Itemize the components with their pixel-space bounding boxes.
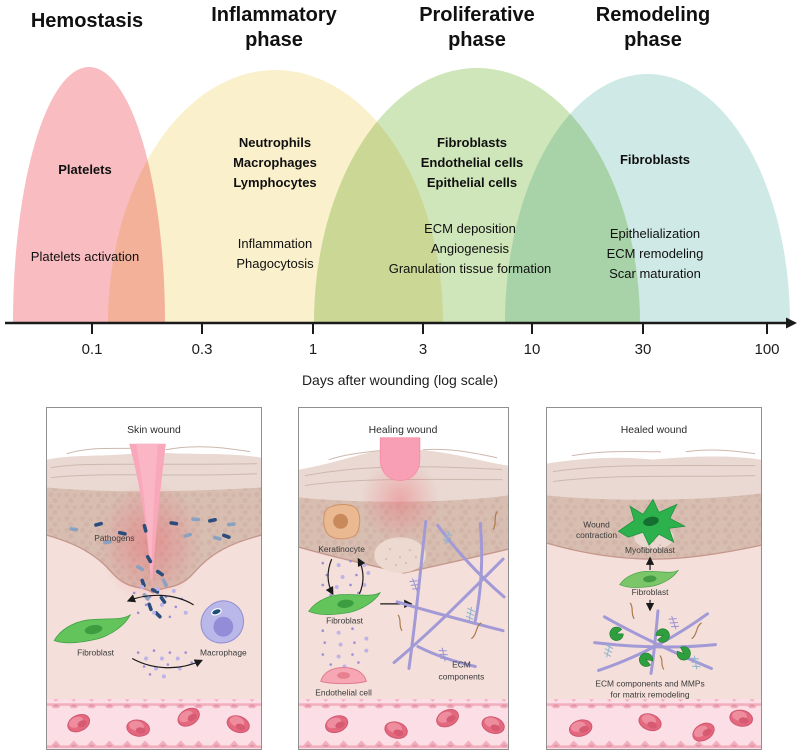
fibroblast-label: Fibroblast <box>77 648 115 658</box>
fibroblast-cell <box>619 569 680 588</box>
wound-gap-core <box>136 443 158 582</box>
granulation-tissue <box>374 537 426 574</box>
blood-vessel <box>47 699 261 749</box>
proliferative-cells-label: Fibroblasts Endothelial cells Epithelial… <box>420 135 524 190</box>
axis-arrowhead-icon <box>786 317 797 329</box>
red-blood-cells <box>325 709 505 739</box>
tick-label: 0.3 <box>191 341 213 358</box>
myofibroblast-cell <box>617 498 687 546</box>
axis-caption: Days after wounding (log scale) <box>301 372 499 388</box>
keratinocyte-cell <box>323 504 361 540</box>
tick-label: 100 <box>754 341 780 358</box>
panel-title: Skin wound <box>127 425 181 436</box>
ecm-label-line2: components <box>439 671 485 681</box>
fibroblast-label: Fibroblast <box>326 616 364 626</box>
phase-title-proliferative: Proliferative phase <box>419 4 535 51</box>
phase-title-inflammatory: Inflammatory phase <box>211 4 337 51</box>
ecm-mmp-label-line2: for matrix remodeling <box>611 689 690 699</box>
healing-wound-illustration: Keratinocyte <box>299 425 508 749</box>
red-blood-cells <box>67 707 250 737</box>
blood-vessel <box>547 699 761 749</box>
signal-arrow-left <box>126 594 194 606</box>
phase-title-remodeling: Remodeling phase <box>595 4 711 51</box>
axis-ticks <box>91 323 768 334</box>
tick-label: 30 <box>634 341 652 358</box>
ecm-fibers <box>392 511 506 670</box>
wound-contraction-label-line1: Wound <box>583 519 610 529</box>
pathogens-bacteria <box>69 517 236 619</box>
endothelial-label: Endothelial cell <box>315 687 372 697</box>
fibroblast-label: Fibroblast <box>632 587 670 597</box>
panel-healing-wound: Keratinocyte <box>298 407 509 750</box>
blood-vessel <box>299 699 508 749</box>
tick-label: 1 <box>308 341 318 358</box>
mmp-enzymes <box>609 626 691 667</box>
ecm-mmp-network <box>593 602 717 675</box>
signal-molecules <box>132 584 193 679</box>
wound-contraction-label-line2: contraction <box>576 530 617 540</box>
endothelial-cell <box>320 666 367 685</box>
hemostasis-processes-label: Platelets activation <box>30 249 140 264</box>
signal-arrow-up <box>357 557 366 595</box>
proliferative-processes-label: ECM deposition Angiogenesis Granulation … <box>388 221 552 276</box>
panel-title: Healing wound <box>369 425 438 436</box>
macrophage-label: Macrophage <box>200 648 247 658</box>
inflammatory-cells-label: Neutrophils Macrophages Lymphocytes <box>233 135 317 190</box>
remodeling-processes-label: Epithelialization ECM remodeling Scar ma… <box>606 226 704 281</box>
ecm-mmp-label-line1: ECM components and MMPs <box>595 678 704 688</box>
tick-label: 0.1 <box>81 341 103 358</box>
fibroblast-cell <box>308 591 382 615</box>
tick-label: 3 <box>418 341 428 358</box>
hemostasis-cells-label: Platelets <box>58 162 112 177</box>
phase-title-hemostasis: Hemostasis <box>30 10 144 32</box>
signal-arrow-down <box>325 558 334 596</box>
remodeling-cells-label: Fibroblasts <box>619 152 691 167</box>
macrophage-cell <box>200 600 244 644</box>
pathogens-label: Pathogens <box>94 533 134 543</box>
panel-skin-wound: Pathogens <box>46 407 262 750</box>
myofibroblast-label: Myofibroblast <box>625 545 676 555</box>
skin-wound-illustration: Pathogens <box>47 425 261 749</box>
inflammation-glow <box>360 457 440 542</box>
keratinocyte-label: Keratinocyte <box>318 544 365 554</box>
ecm-label-line1: ECM <box>452 659 471 669</box>
healing-wound-plug <box>379 437 421 481</box>
tick-label: 10 <box>523 341 541 358</box>
skin-surface-texture <box>552 449 756 483</box>
panel-healed-wound: Wound contraction Myofibroblast Fibrobla… <box>546 407 762 750</box>
dermis-boundary-line <box>299 546 508 574</box>
epidermis-band <box>547 456 761 501</box>
inflammatory-processes-label: Inflammation Phagocytosis <box>236 236 314 271</box>
fibroblast-cell <box>53 613 132 644</box>
red-blood-cells <box>568 709 753 742</box>
signal-molecules <box>321 559 371 669</box>
signal-arrow-right <box>131 658 203 669</box>
panel-title: Healed wound <box>621 425 688 436</box>
time-axis <box>5 317 797 334</box>
healed-wound-illustration: Wound contraction Myofibroblast Fibrobla… <box>547 425 761 749</box>
